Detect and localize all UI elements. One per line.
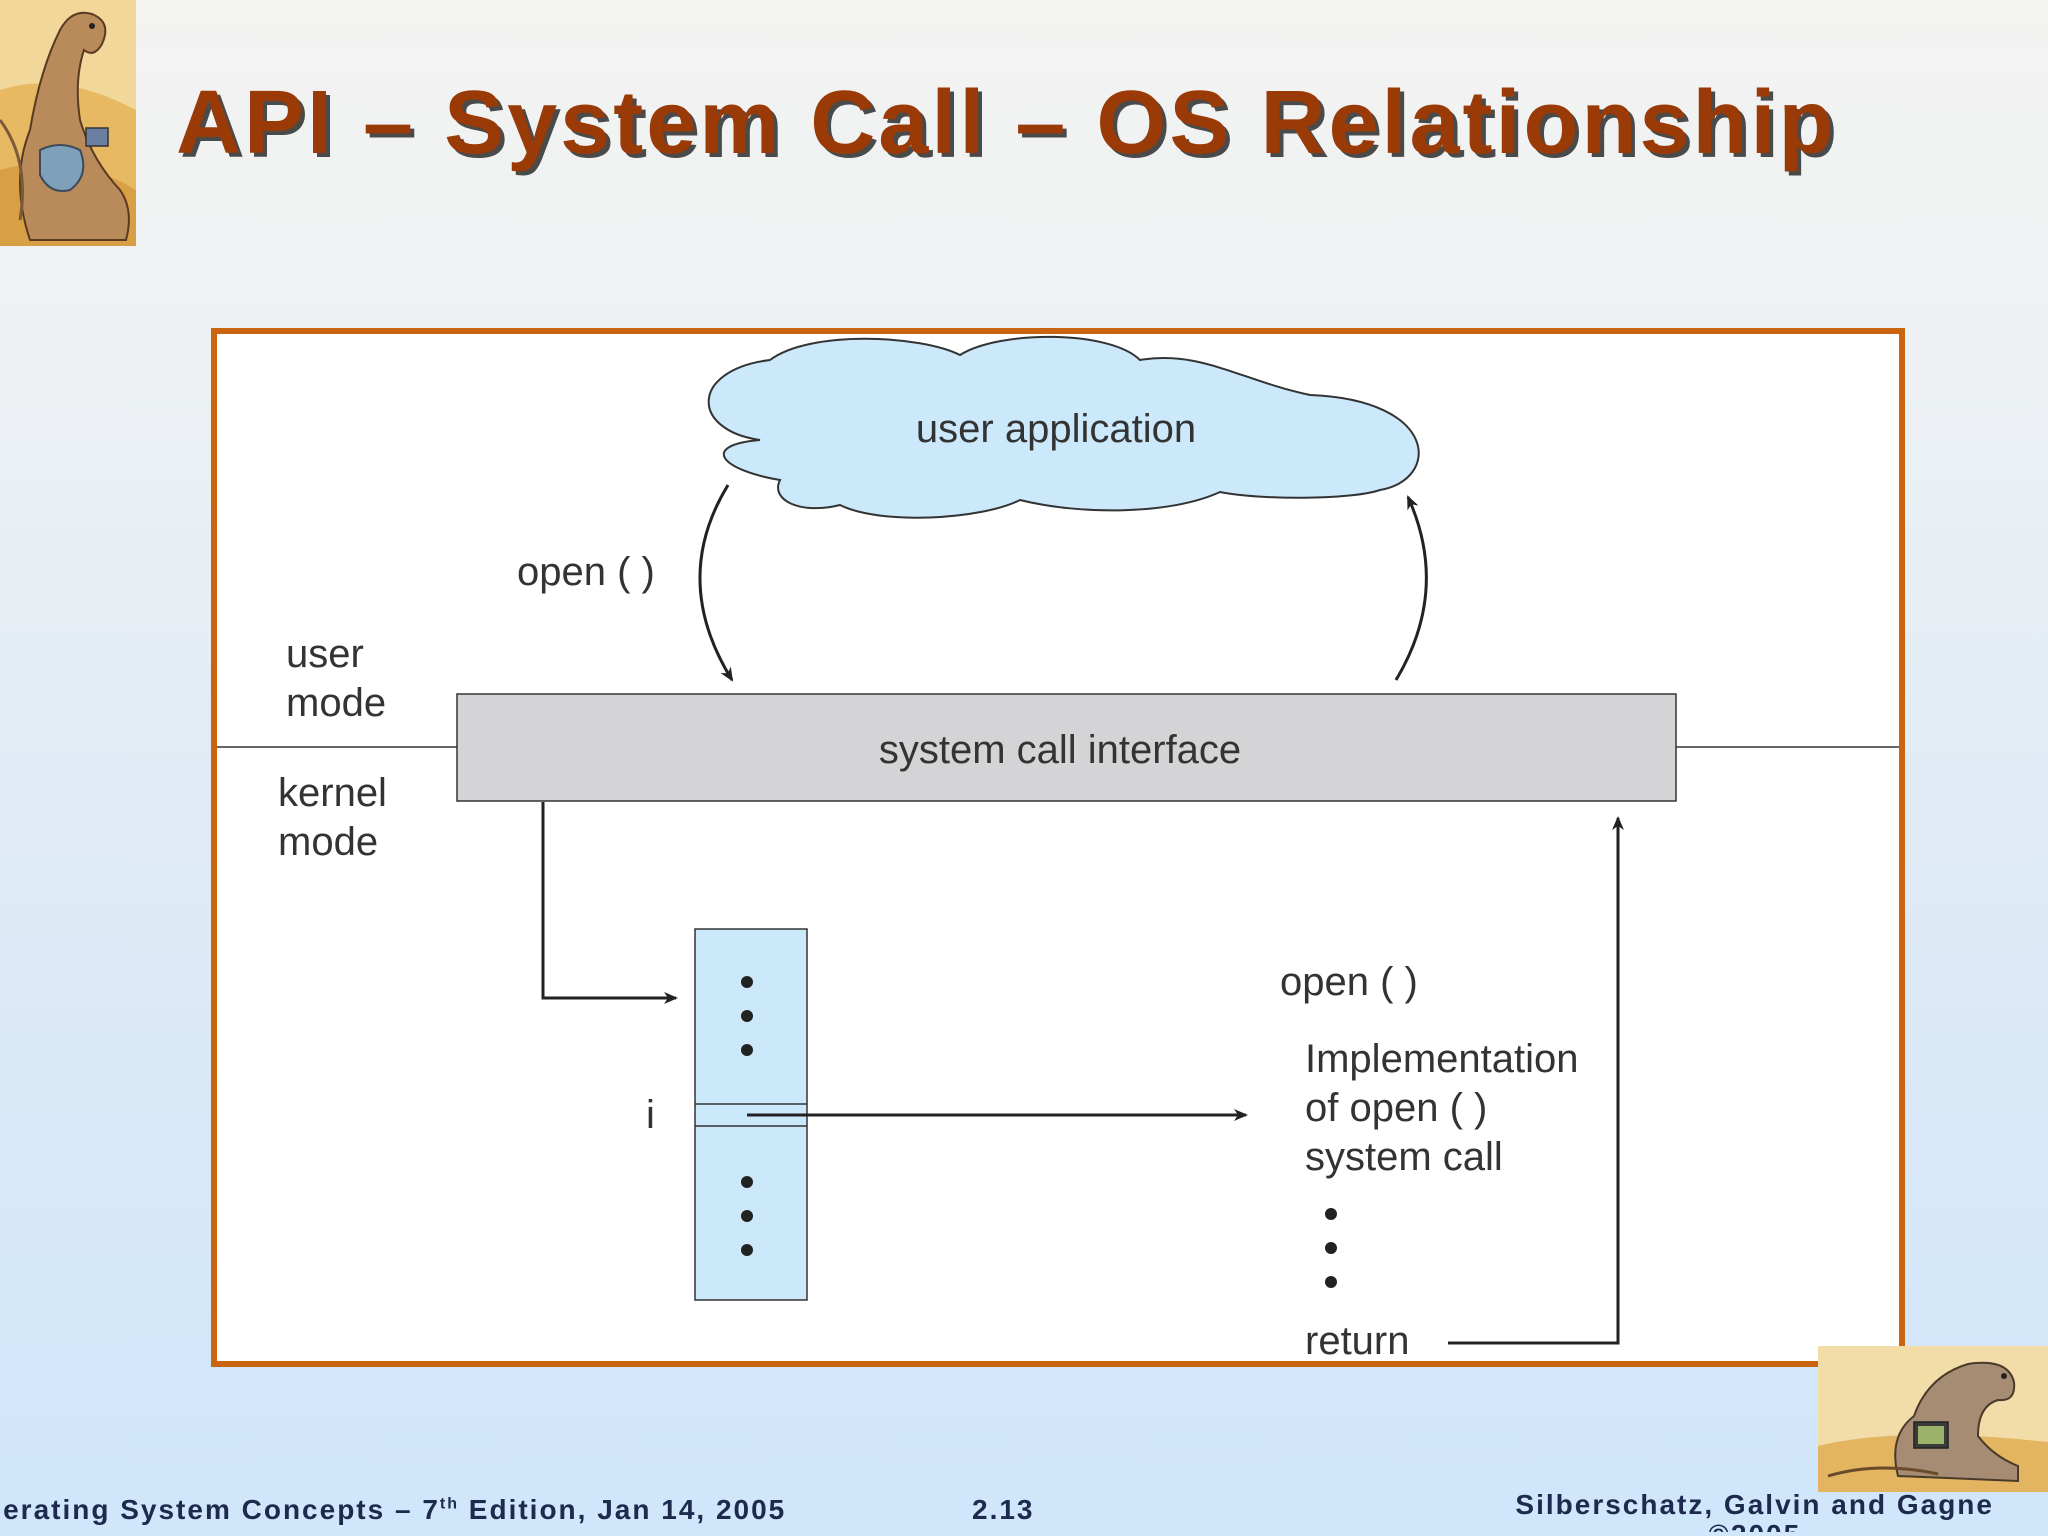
implementation-line1: Implementation (1305, 1037, 1578, 1081)
footer-authors: Silberschatz, Galvin and Gagne©2005 (1515, 1489, 1994, 1533)
user-mode-label-line1: user (286, 632, 364, 676)
return-to-user-arrow (1394, 495, 1428, 681)
dinosaur-logo-bottom (1818, 1346, 2048, 1492)
open-call-label: open ( ) (517, 550, 655, 594)
implementation-line3: system call (1305, 1135, 1503, 1179)
footer-book-title-sup: th (439, 1495, 460, 1513)
footer-book-title-part2: Edition, Jan 14, 2005 (459, 1494, 787, 1525)
table-ellipsis-top (741, 976, 753, 1056)
footer-book-title-part1: perating System Concepts – 7 (0, 1494, 440, 1525)
footer-book-title: perating System Concepts – 7th Edition, … (0, 1494, 786, 1526)
open-call-arrow (698, 484, 734, 682)
dispatch-arrow (541, 802, 678, 1004)
implementation-ellipsis (1325, 1208, 1337, 1288)
return-label: return (1305, 1319, 1410, 1363)
system-call-interface-bar (456, 693, 1677, 802)
implementation-title: open ( ) (1280, 960, 1418, 1004)
footer-copyright: ©2005 (1515, 1520, 1994, 1532)
slide-title: API – System Call – OS Relationship (176, 73, 1837, 173)
cloud-label: user application (916, 407, 1196, 451)
kernel-mode-label-line1: kernel (278, 771, 387, 815)
table-index-label: i (646, 1093, 655, 1137)
implementation-line2: of open ( ) (1305, 1086, 1487, 1130)
system-call-interface-label: system call interface (879, 728, 1241, 772)
return-to-interface-arrow (1448, 816, 1624, 1345)
footer-slide-number: 2.13 (972, 1494, 1035, 1525)
kernel-mode-label-line2: mode (278, 820, 378, 864)
user-mode-label-line2: mode (286, 681, 386, 725)
table-ellipsis-bottom (741, 1176, 753, 1256)
dinosaur-logo-top (0, 0, 136, 246)
user-application-cloud (707, 335, 1420, 519)
footer-authors-line1: Silberschatz, Galvin and Gagne (1515, 1489, 1994, 1520)
